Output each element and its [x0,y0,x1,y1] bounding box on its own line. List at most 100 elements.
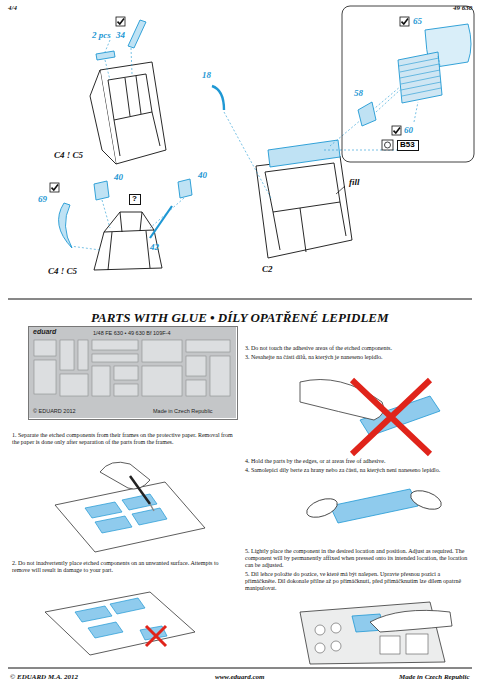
step-illustration [315,643,325,653]
check-mark [400,17,409,26]
leader-line [150,198,184,228]
node-text: Made in Czech Republic [153,408,213,414]
fret-part [114,384,138,396]
fret-part [34,340,56,356]
web-address: www.eduard.com [215,674,265,682]
fret-part [78,340,88,370]
etched-part [59,179,192,248]
instruction-text: 3. Nesahejte na části dílů, na kterých j… [245,354,470,361]
paint-icon [385,142,391,148]
node-text: ? [132,195,138,204]
leader-line [70,198,184,250]
check-mark [50,183,59,192]
leader-line [105,60,110,80]
step-illustration [406,634,428,654]
step-illustration [132,508,167,525]
cockpit-tub [256,156,352,258]
callout-number: 69 [38,194,47,204]
instruction-text: 2. Do not inadvertently place etched com… [12,560,234,574]
etched-part [96,51,115,60]
node-text: B53 [400,141,416,150]
grille-hatch [402,88,441,96]
instruction-text: 5. Díl lehce položte do pozice, ve které… [245,571,470,592]
fret-part [60,374,88,396]
step-illustration [408,487,444,513]
callout-number: 40 [198,170,207,180]
fret-part [186,340,230,352]
origin-note: Made in Czech Republic [399,674,470,682]
check-mark [394,128,401,133]
step-illustration [146,626,166,646]
check-mark [402,19,409,24]
step-illustration [304,495,340,521]
part-reference: C4 ! C5 [54,150,83,160]
instruction-text: 4. Hold the parts by the edges, or at ar… [245,458,470,465]
leader-line [376,90,400,112]
fret-part [92,340,138,350]
etched-part [150,206,172,238]
grille-hatch [399,58,439,66]
part-reference: C4 ! C5 [48,266,77,276]
seat-bucket [108,74,152,120]
panel-frame [94,212,162,270]
fret-part [142,366,182,396]
callout-number: 18 [202,70,211,80]
step-illustration [122,494,157,510]
seat-bucket [114,112,160,156]
fret-part [210,356,230,396]
fret-part [92,354,138,362]
leader-line [414,102,418,122]
copyright-note: © EDUARD M.A. 2012 [10,674,78,682]
leader-line [438,56,440,66]
leader-line [105,40,132,80]
callout-number: 42 [150,242,159,252]
step-illustration [45,592,195,655]
fill-note: fill [349,177,360,187]
callout-number: 58 [354,88,363,98]
page-number: 4/4 [8,5,17,13]
cockpit-tub [256,156,352,258]
panel-frame [108,231,150,270]
fret-part [60,340,74,370]
step-illustration [352,380,430,454]
check-mark [50,183,59,192]
cockpit-tub [265,163,340,212]
callout-number: 34 [116,30,125,40]
check-mark [118,19,125,24]
divider-line [8,299,472,668]
step-illustration [315,625,325,635]
etched-part [178,179,192,198]
callout-number: 60 [404,125,413,135]
check-mark [116,17,125,26]
kit-number: 49 630 [453,5,472,13]
instruction-text: 3. Do not touch the adhesive areas of th… [245,345,470,352]
step-illustration [330,489,418,523]
query-box: ? [129,194,141,205]
paint-icon [382,140,393,150]
instruction-text: 1. Separate the etched components from t… [12,432,234,446]
grille-hatch [400,64,439,72]
etched-part [358,102,376,126]
panel-frame [104,212,154,232]
step-illustration [85,494,167,533]
node-text: eduard [33,328,56,336]
leader-line [131,48,132,74]
leader-line [336,186,345,194]
node-text: © EDUARD 2012 [33,408,76,414]
cockpit-tub [273,202,346,252]
step-illustration [370,610,452,632]
step-illustration [75,606,112,622]
step-illustration [55,462,205,552]
leader-line [224,70,420,200]
part-reference: C2 [262,264,273,274]
etched-part [212,86,224,110]
etched-part [59,203,72,248]
check-mark [52,185,59,190]
step-illustration [300,380,440,455]
grille-hatch [401,76,440,84]
section-title: PARTS WITH GLUE • DÍLY OPATŘENÉ LEPIDLEM [91,310,389,326]
step-illustration [300,602,452,664]
fret-part [114,366,138,380]
panel-frame [94,212,162,270]
